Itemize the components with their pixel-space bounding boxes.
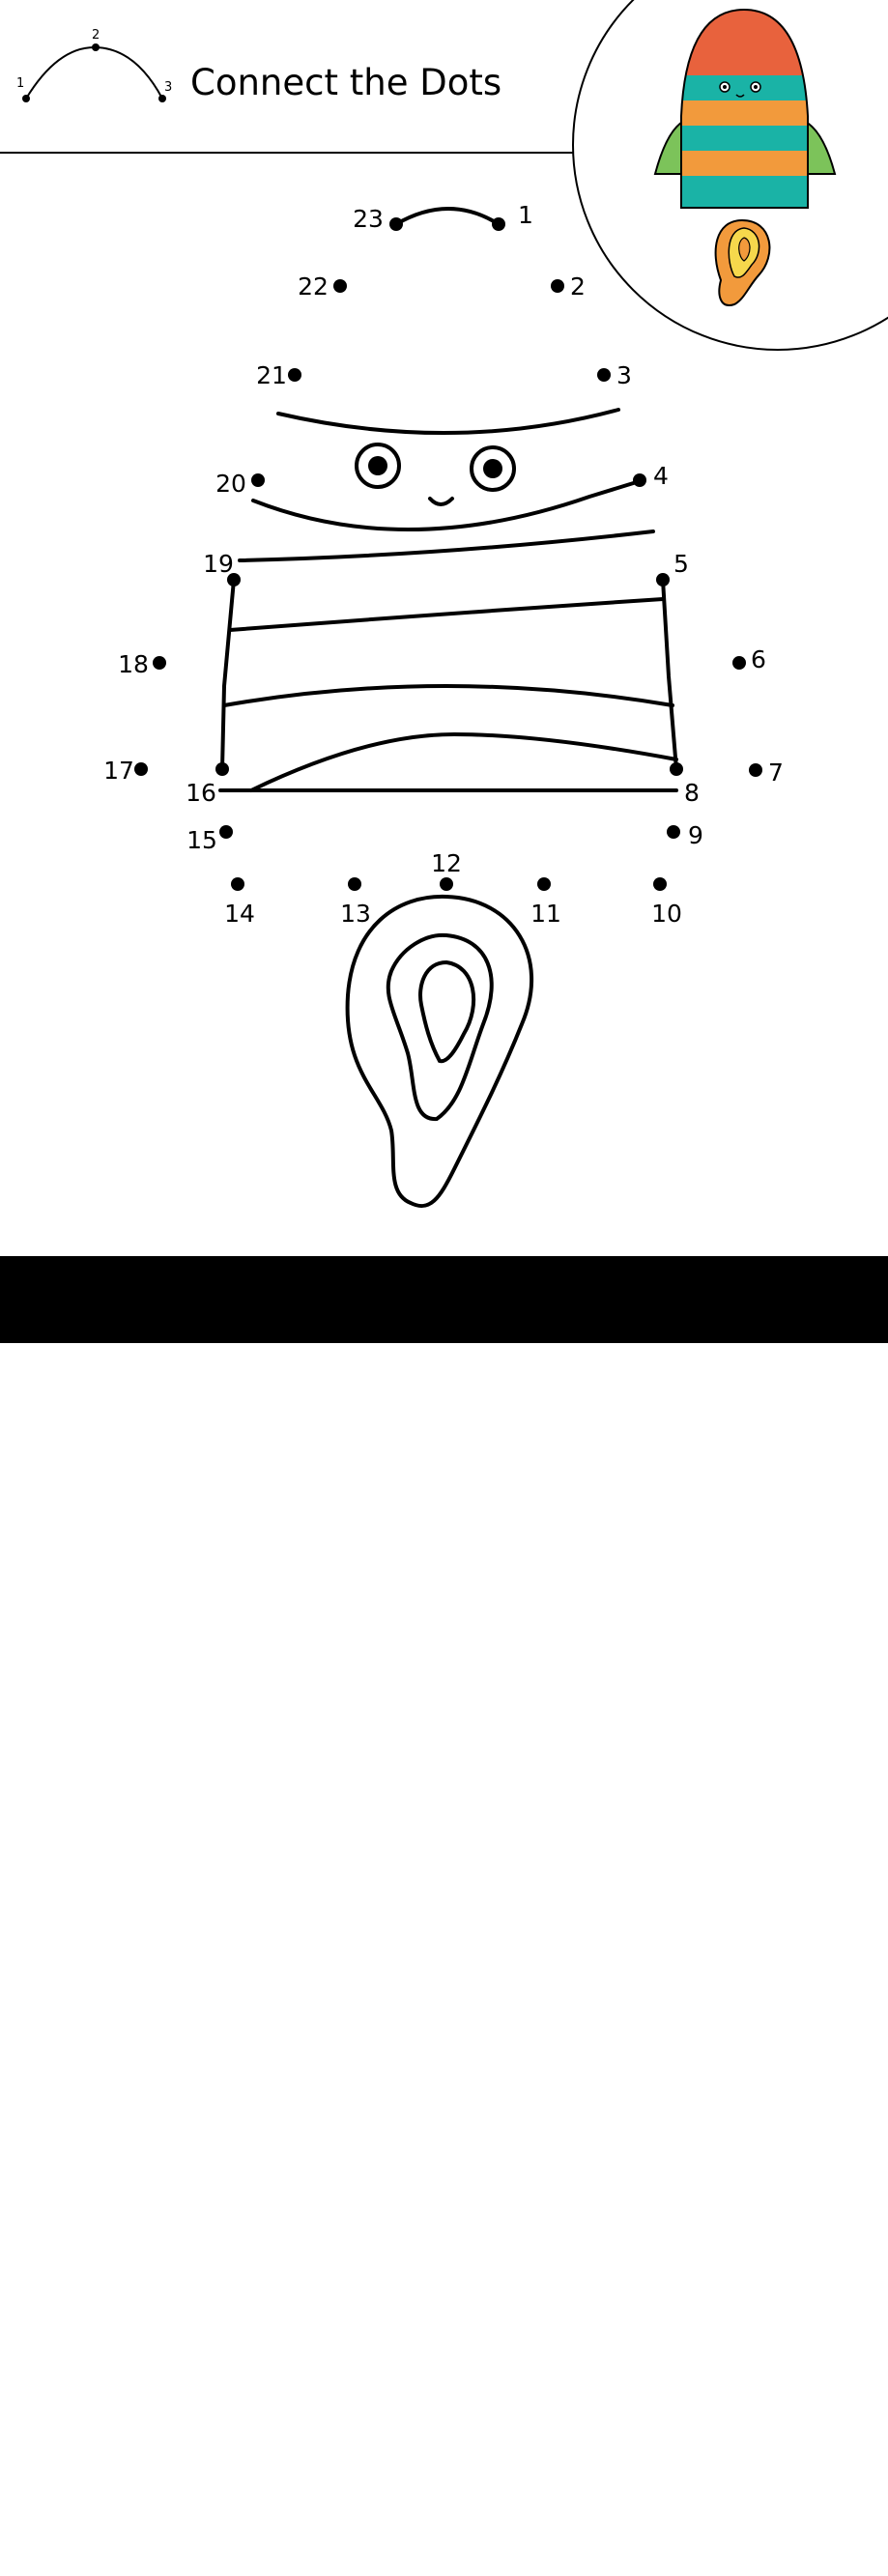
flame-middle (386, 932, 494, 1122)
alamy-logo: alamy (48, 2524, 195, 2576)
example-number: 3 (164, 80, 172, 95)
dot-label-17: 17 (103, 757, 134, 785)
dot-label-11: 11 (530, 900, 561, 928)
rocket-body (680, 8, 809, 209)
dot-1 (492, 217, 505, 231)
site-text: www.alamy.com (725, 2551, 842, 2568)
dot-22 (333, 279, 347, 293)
dot-3 (597, 368, 611, 382)
dot-label-3: 3 (616, 361, 632, 389)
dot-label-14: 14 (224, 900, 255, 928)
dot-7 (749, 763, 762, 777)
image-id-text: Image ID: 2N4KEYH (699, 2530, 842, 2547)
dot-label-18: 18 (118, 650, 149, 678)
watermark-footer: alamy Image ID: 2N4KEYH www.alamy.com (0, 1256, 888, 2576)
example-number: 2 (92, 28, 100, 43)
dot-label-15: 15 (186, 826, 217, 854)
rocket-fin-right (800, 119, 837, 175)
example-dot (92, 43, 100, 51)
dot-label-9: 9 (688, 821, 703, 849)
dot-20 (251, 473, 265, 487)
dot-label-7: 7 (768, 758, 784, 787)
rocket-outline (218, 207, 678, 1209)
dot-label-2: 2 (570, 272, 586, 301)
dot-18 (153, 656, 166, 670)
flame-inner (418, 959, 476, 1064)
page-title: Connect the Dots (190, 62, 502, 103)
dot-15 (219, 825, 233, 839)
face-smile (428, 497, 454, 506)
dot-label-1: 1 (518, 201, 533, 229)
dot-label-16: 16 (186, 779, 216, 807)
example-dot (22, 95, 30, 102)
example-number: 1 (16, 76, 24, 91)
dot-label-4: 4 (653, 462, 669, 490)
dot-17 (134, 762, 148, 776)
worksheet: 1 2 3 (0, 0, 888, 1256)
dot-4 (633, 473, 646, 487)
dot-label-8: 8 (684, 779, 700, 807)
dot-5 (656, 573, 670, 587)
dot-label-19: 19 (203, 550, 234, 578)
example-arc: 1 2 3 (16, 28, 172, 102)
dot-2 (551, 279, 564, 293)
preview-badge (572, 0, 888, 351)
dot-label-23: 23 (353, 205, 384, 233)
dot-label-5: 5 (673, 550, 689, 578)
dot-11 (537, 877, 551, 891)
dot-6 (732, 656, 746, 670)
dot-label-20: 20 (215, 470, 246, 498)
dot-19 (227, 573, 241, 587)
dot-8 (670, 762, 683, 776)
dot-label-6: 6 (751, 645, 766, 673)
dot-label-13: 13 (340, 900, 371, 928)
rocket-fin-left (653, 119, 690, 175)
example-dot (158, 95, 166, 102)
dot-label-22: 22 (298, 272, 329, 301)
dot-10 (653, 877, 667, 891)
face-eye-left (355, 443, 401, 489)
dot-16 (215, 762, 229, 776)
dot-label-21: 21 (256, 361, 287, 389)
face-eye-right (470, 445, 516, 492)
dot-label-12: 12 (431, 849, 462, 877)
dot-12 (440, 877, 453, 891)
dot-21 (288, 368, 301, 382)
dot-label-10: 10 (651, 900, 682, 928)
image-id-block: Image ID: 2N4KEYH www.alamy.com (699, 2528, 842, 2570)
flame-outer (345, 894, 533, 1209)
worksheet-canvas: 1 2 3 (0, 0, 888, 1209)
dot-9 (667, 825, 680, 839)
dot-13 (348, 877, 361, 891)
dot-14 (231, 877, 244, 891)
dot-23 (389, 217, 403, 231)
